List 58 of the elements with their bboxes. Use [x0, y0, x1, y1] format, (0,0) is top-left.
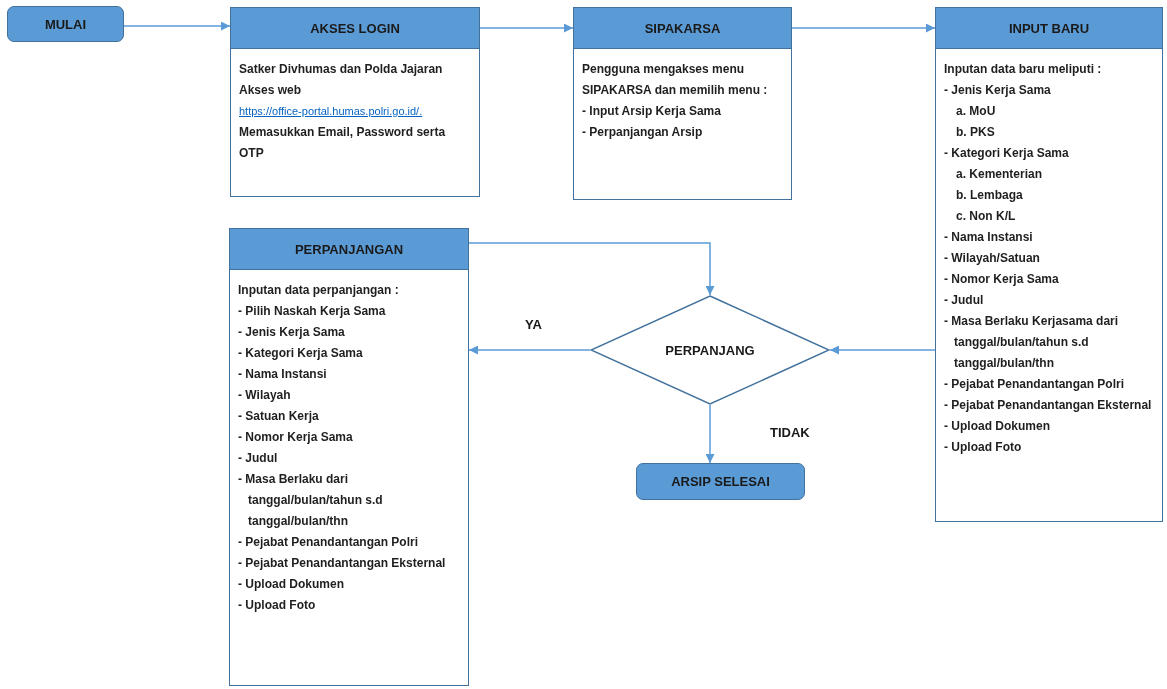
list-item: b. PKS — [955, 124, 996, 141]
body-text: Memasukkan Email, Password serta OTP — [239, 124, 447, 162]
list-item: - Kategori Kerja Sama — [238, 345, 364, 362]
list-item: - Upload Foto — [238, 597, 317, 614]
decision-diamond — [590, 295, 830, 405]
list-item: c. Non K/L — [955, 208, 1017, 225]
box-header: PERPANJANGAN — [230, 229, 468, 270]
list-item: - Wilayah/Satuan — [944, 250, 1041, 267]
link: https://office-portal.humas.polri.go.id/. — [239, 104, 424, 119]
list-item: - Jenis Kerja Sama — [238, 324, 346, 341]
body-text: Inputan data perpanjangan : — [238, 282, 400, 299]
process-box — [573, 7, 792, 200]
box-header: AKSES LOGIN — [231, 8, 479, 49]
list-item: - Pejabat Penandantangan Eksternal — [944, 397, 1153, 414]
list-item: - Upload Dokumen — [944, 418, 1051, 435]
decision-text: PERPANJANG — [665, 342, 755, 358]
arrow — [468, 345, 591, 355]
edge-label: TIDAK — [770, 425, 810, 440]
body-text: Inputan data baru meliputi : — [944, 61, 1103, 78]
terminal-box: ARSIP SELESAI — [636, 463, 805, 500]
list-item: b. Lembaga — [955, 187, 1024, 204]
list-item: - Judul — [238, 450, 279, 467]
list-item: - Pejabat Penandantangan Polri — [944, 376, 1126, 393]
box-header: INPUT BARU — [936, 8, 1162, 49]
list-item: - Nomor Kerja Sama — [944, 271, 1060, 288]
list-item: - Perpanjangan Arsip — [582, 124, 704, 141]
edge-label: YA — [525, 317, 542, 332]
body-text: Pengguna mengakses menu SIPAKARSA dan memilih menu : — [582, 61, 769, 99]
list-item: - Kategori Kerja Sama — [944, 145, 1070, 162]
list-item: - Satuan Kerja — [238, 408, 320, 425]
process-box — [229, 228, 469, 686]
arrow — [468, 242, 715, 296]
list-item: - Masa Berlaku dari tanggal/bulan/tahun s.d tanggal/bulan/thn — [238, 471, 384, 530]
terminal-box: MULAI — [7, 6, 124, 42]
arrow — [705, 404, 715, 464]
list-item: - Jenis Kerja Sama — [944, 82, 1052, 99]
list-item: - Input Arsip Kerja Sama — [582, 103, 722, 120]
list-item: - Wilayah — [238, 387, 292, 404]
body-text: Satker Divhumas dan Polda Jajaran Akses web — [239, 61, 444, 99]
arrow — [123, 21, 231, 31]
list-item: - Judul — [944, 292, 985, 309]
process-box — [935, 7, 1163, 522]
arrow — [479, 23, 574, 33]
box-header: SIPAKARSA — [574, 8, 791, 49]
list-item: - Nama Instansi — [238, 366, 328, 383]
list-item: - Upload Foto — [944, 439, 1023, 456]
list-item: - Pejabat Penandantangan Polri — [238, 534, 420, 551]
list-item: - Pilih Naskah Kerja Sama — [238, 303, 387, 320]
process-box — [230, 7, 480, 197]
list-item: a. Kementerian — [955, 166, 1044, 183]
list-item: a. MoU — [955, 103, 997, 120]
list-item: - Upload Dokumen — [238, 576, 345, 593]
list-item: - Pejabat Penandantangan Eksternal — [238, 555, 447, 572]
arrow — [829, 345, 936, 355]
list-item: - Nama Instansi — [944, 229, 1034, 246]
list-item: - Masa Berlaku Kerjasama dari tanggal/bulan/tahun s.d tanggal/bulan/thn — [944, 313, 1120, 372]
arrow — [791, 23, 936, 33]
list-item: - Nomor Kerja Sama — [238, 429, 354, 446]
